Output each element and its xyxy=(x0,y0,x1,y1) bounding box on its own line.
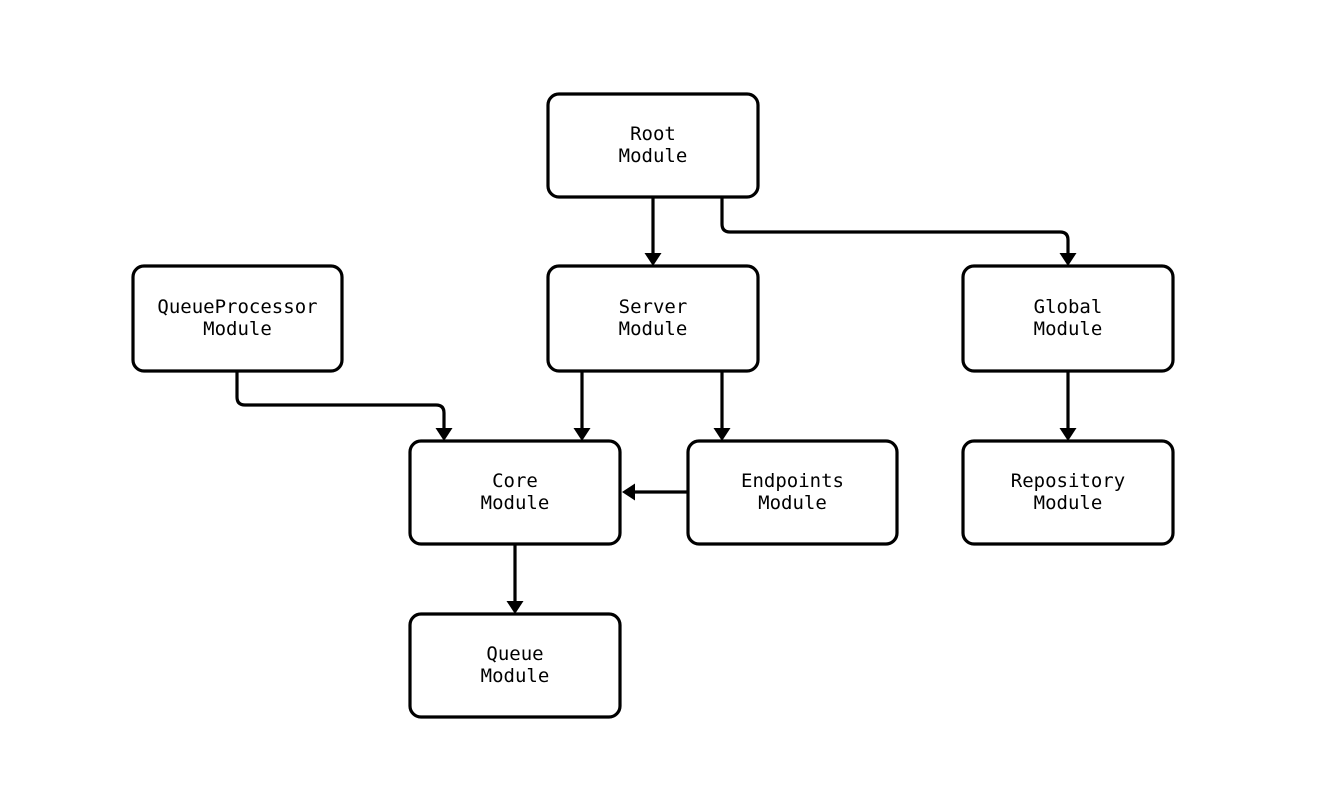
arrow-head-icon xyxy=(1059,253,1077,266)
node-label-line1: Endpoints xyxy=(741,470,844,492)
node-label-line2: Module xyxy=(203,318,272,340)
node-box[interactable] xyxy=(131,264,344,373)
node-box[interactable] xyxy=(546,264,760,373)
node-label-line2: Module xyxy=(619,145,688,167)
edge-line xyxy=(235,371,446,429)
edge-queueprocessor-to-core xyxy=(235,371,453,441)
node-label-line1: QueueProcessor xyxy=(157,296,317,318)
edge-line xyxy=(720,197,1070,254)
arrow-head-icon xyxy=(506,601,524,614)
arrow-head-icon xyxy=(573,428,591,441)
node-label-line2: Module xyxy=(758,492,827,514)
node-label-line2: Module xyxy=(1034,318,1103,340)
node-label-line1: Server xyxy=(619,296,688,318)
edge-global-to-repository xyxy=(1059,371,1077,441)
node-box[interactable] xyxy=(961,439,1175,546)
node-label-line2: Module xyxy=(619,318,688,340)
nodes-layer: RootModuleQueueProcessorModuleServerModu… xyxy=(131,92,1175,719)
edge-root-to-server xyxy=(644,197,662,266)
edge-server-to-endpoints xyxy=(713,371,731,441)
arrow-head-icon xyxy=(1059,428,1077,441)
edges-layer xyxy=(235,197,1077,614)
node-label-line2: Module xyxy=(481,665,550,687)
edge-core-to-queue xyxy=(506,544,524,614)
node-label-line1: Global xyxy=(1034,296,1103,318)
edge-server-to-core xyxy=(573,371,591,441)
node-box[interactable] xyxy=(408,439,622,546)
edge-endpoints-to-core xyxy=(622,483,688,501)
node-box[interactable] xyxy=(408,612,622,719)
node-label-line1: Root xyxy=(630,123,676,145)
node-label-line1: Queue xyxy=(486,643,543,665)
arrow-head-icon xyxy=(713,428,731,441)
node-label-line2: Module xyxy=(481,492,550,514)
arrow-head-icon xyxy=(622,483,635,501)
arrow-head-icon xyxy=(435,428,453,441)
node-box[interactable] xyxy=(546,92,760,199)
arrow-head-icon xyxy=(644,253,662,266)
node-box[interactable] xyxy=(961,264,1175,373)
node-box[interactable] xyxy=(686,439,899,546)
node-label-line2: Module xyxy=(1034,492,1103,514)
node-label-line1: Core xyxy=(492,470,538,492)
node-label-line1: Repository xyxy=(1011,470,1125,492)
edge-root-to-global xyxy=(720,197,1077,266)
